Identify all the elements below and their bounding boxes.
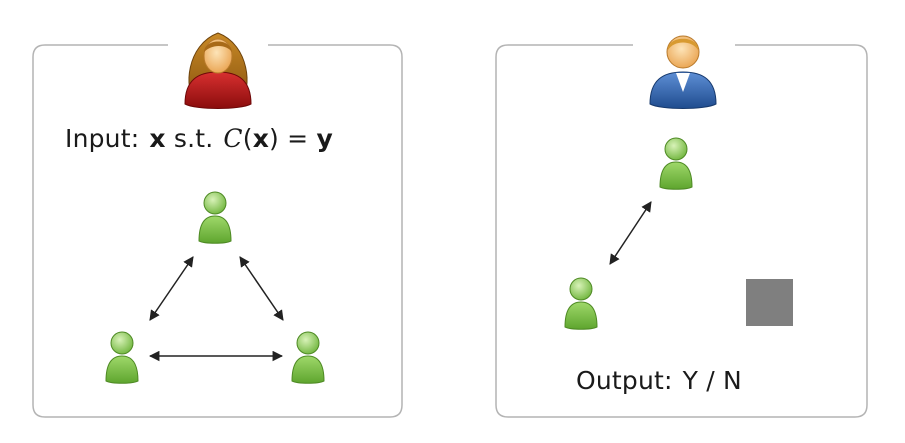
output-label: Output: (576, 366, 673, 395)
prover-avatar-icon (184, 32, 252, 109)
hidden-party-square (746, 279, 793, 326)
party-top-icon (198, 191, 232, 244)
arrow-verifier-parties (609, 201, 652, 265)
verifier-frame (495, 44, 868, 418)
party-right-icon (291, 331, 325, 384)
input-paren-open: ( (242, 124, 253, 153)
output-statement: Output: Y / N (576, 366, 742, 395)
party-verifier-top-icon (659, 137, 693, 190)
input-eq: = (287, 124, 309, 153)
input-paren-close: ) (269, 124, 279, 153)
verifier-avatar-icon (649, 35, 717, 109)
prover-frame (32, 44, 403, 418)
party-verifier-bottom-icon (564, 277, 598, 330)
input-y: y (316, 124, 333, 153)
input-statement: Input:x s.t.C(x) = y (65, 124, 333, 153)
input-c: C (223, 124, 243, 153)
arrow-left-top (149, 256, 194, 321)
arrow-top-right (239, 256, 284, 321)
input-st: s.t. (173, 124, 214, 153)
input-x-arg: x (252, 124, 270, 153)
output-value: Y / N (682, 366, 742, 395)
party-left-icon (105, 331, 139, 384)
input-x: x (149, 124, 166, 153)
input-label: Input: (65, 124, 140, 153)
